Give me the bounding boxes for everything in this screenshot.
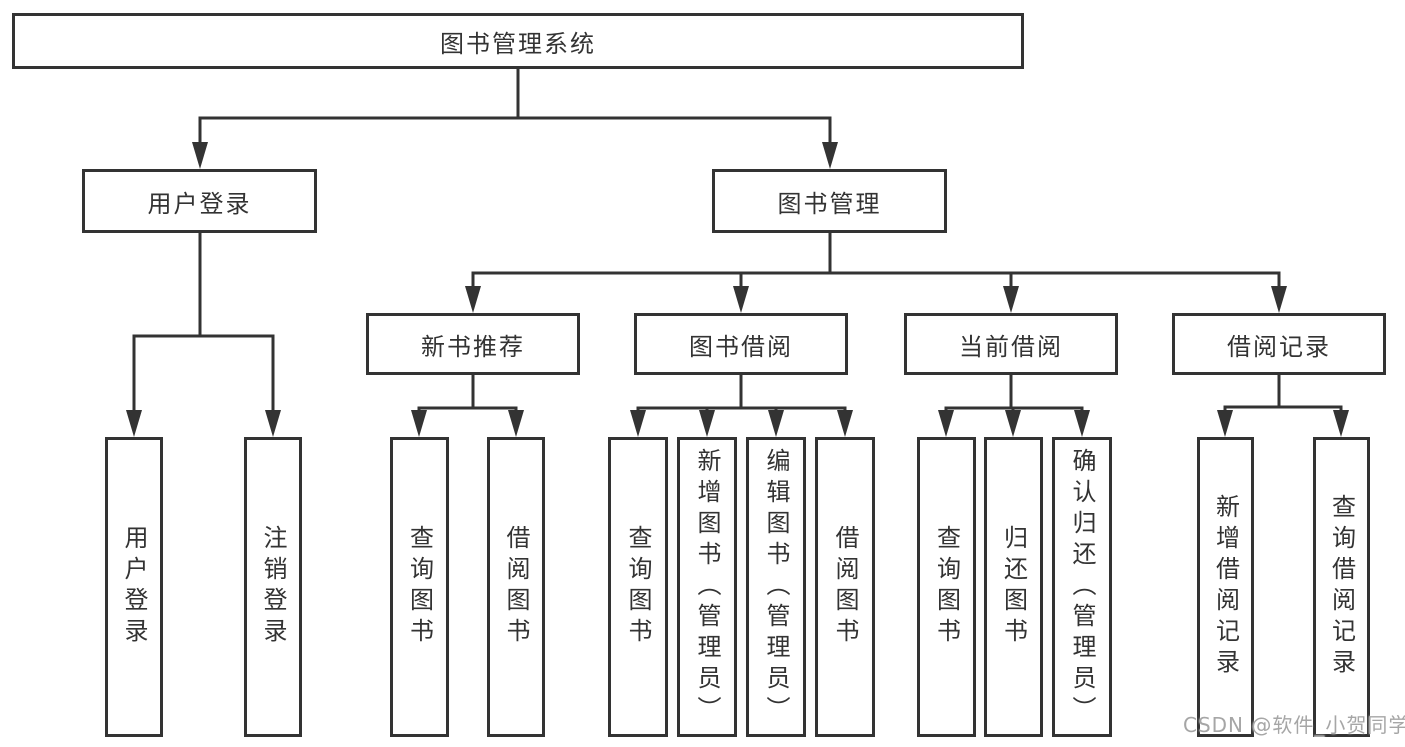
csdn-watermark: CSDN @软件_小贺同学 bbox=[1183, 713, 1405, 737]
leaf-confirm-return-admin: 确认归还（管理员） bbox=[1052, 437, 1112, 737]
leaf-add-book-admin: 新增图书（管理员） bbox=[677, 437, 737, 737]
node-label: 图书管理 bbox=[777, 189, 882, 218]
leaf-return-book: 归还图书 bbox=[984, 437, 1043, 737]
node-new-book-recommend: 新书推荐 bbox=[366, 313, 580, 375]
node-label: 新增借阅记录 bbox=[1211, 494, 1240, 680]
leaf-current-query-book: 查询图书 bbox=[917, 437, 976, 737]
leaf-user-login: 用户登录 bbox=[105, 437, 163, 737]
node-current-borrowing: 当前借阅 bbox=[904, 313, 1118, 375]
node-label: 查询图书 bbox=[932, 525, 961, 649]
node-label: 用户登录 bbox=[120, 525, 148, 649]
node-label: 图书借阅 bbox=[689, 332, 793, 361]
leaf-add-borrow-record: 新增借阅记录 bbox=[1197, 437, 1254, 737]
node-label: 借阅图书 bbox=[831, 525, 859, 649]
node-label: 用户登录 bbox=[147, 189, 252, 218]
node-label: 归还图书 bbox=[999, 525, 1028, 649]
node-book-borrowing: 图书借阅 bbox=[634, 313, 848, 375]
node-label: 新书推荐 bbox=[421, 332, 525, 361]
node-label: 查询图书 bbox=[405, 525, 434, 649]
node-label: 查询借阅记录 bbox=[1327, 494, 1356, 680]
leaf-query-borrow-record: 查询借阅记录 bbox=[1313, 437, 1370, 737]
node-label: 编辑图书（管理员） bbox=[762, 447, 790, 727]
leaf-recommend-query-book: 查询图书 bbox=[390, 437, 449, 737]
arrowhead-icons bbox=[126, 142, 1349, 437]
leaf-logout: 注销登录 bbox=[244, 437, 302, 737]
leaf-edit-book-admin: 编辑图书（管理员） bbox=[746, 437, 806, 737]
node-label: 注销登录 bbox=[259, 525, 287, 649]
node-label: 当前借阅 bbox=[959, 332, 1063, 361]
node-borrowing-records: 借阅记录 bbox=[1172, 313, 1386, 375]
leaf-recommend-borrow-book: 借阅图书 bbox=[487, 437, 545, 737]
node-label: 新增图书（管理员） bbox=[693, 447, 721, 727]
leaf-borrow-query-book: 查询图书 bbox=[608, 437, 668, 737]
node-label: 借阅图书 bbox=[502, 525, 530, 649]
node-user-login: 用户登录 bbox=[82, 169, 317, 233]
node-label: 图书管理系统 bbox=[440, 29, 596, 58]
node-label: 查询图书 bbox=[624, 525, 652, 649]
node-root-system: 图书管理系统 bbox=[12, 13, 1024, 69]
node-label: 借阅记录 bbox=[1227, 332, 1331, 361]
leaf-borrow-book: 借阅图书 bbox=[815, 437, 875, 737]
node-label: 确认归还（管理员） bbox=[1068, 447, 1096, 727]
node-book-management: 图书管理 bbox=[712, 169, 947, 233]
